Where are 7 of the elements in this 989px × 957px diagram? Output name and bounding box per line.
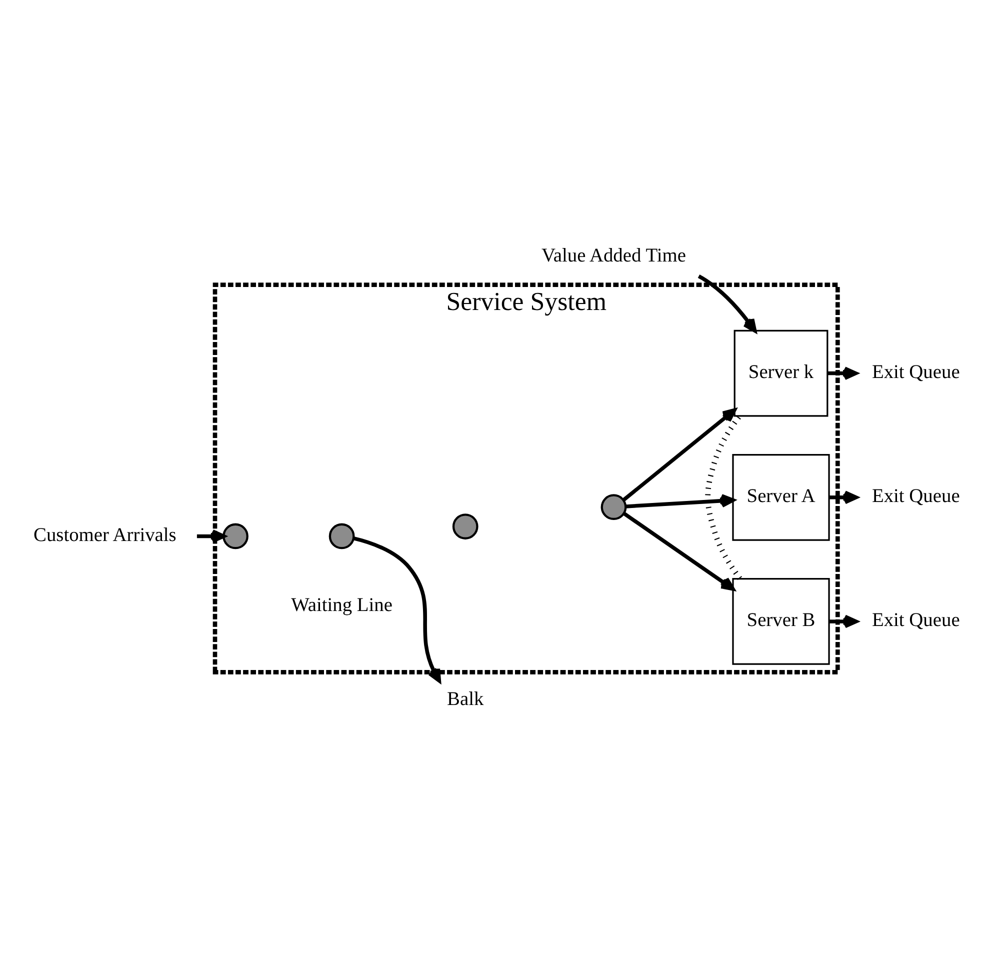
node-text: Exit Queue — [872, 486, 960, 508]
node-text: Customer Arrivals — [34, 524, 176, 546]
node-text: Balk — [447, 689, 484, 710]
label: Waiting Line — [291, 595, 392, 616]
node-text: Value Added Time — [542, 245, 686, 266]
node-text: Exit Queue — [872, 362, 960, 384]
node-text: Exit Queue — [872, 610, 960, 632]
